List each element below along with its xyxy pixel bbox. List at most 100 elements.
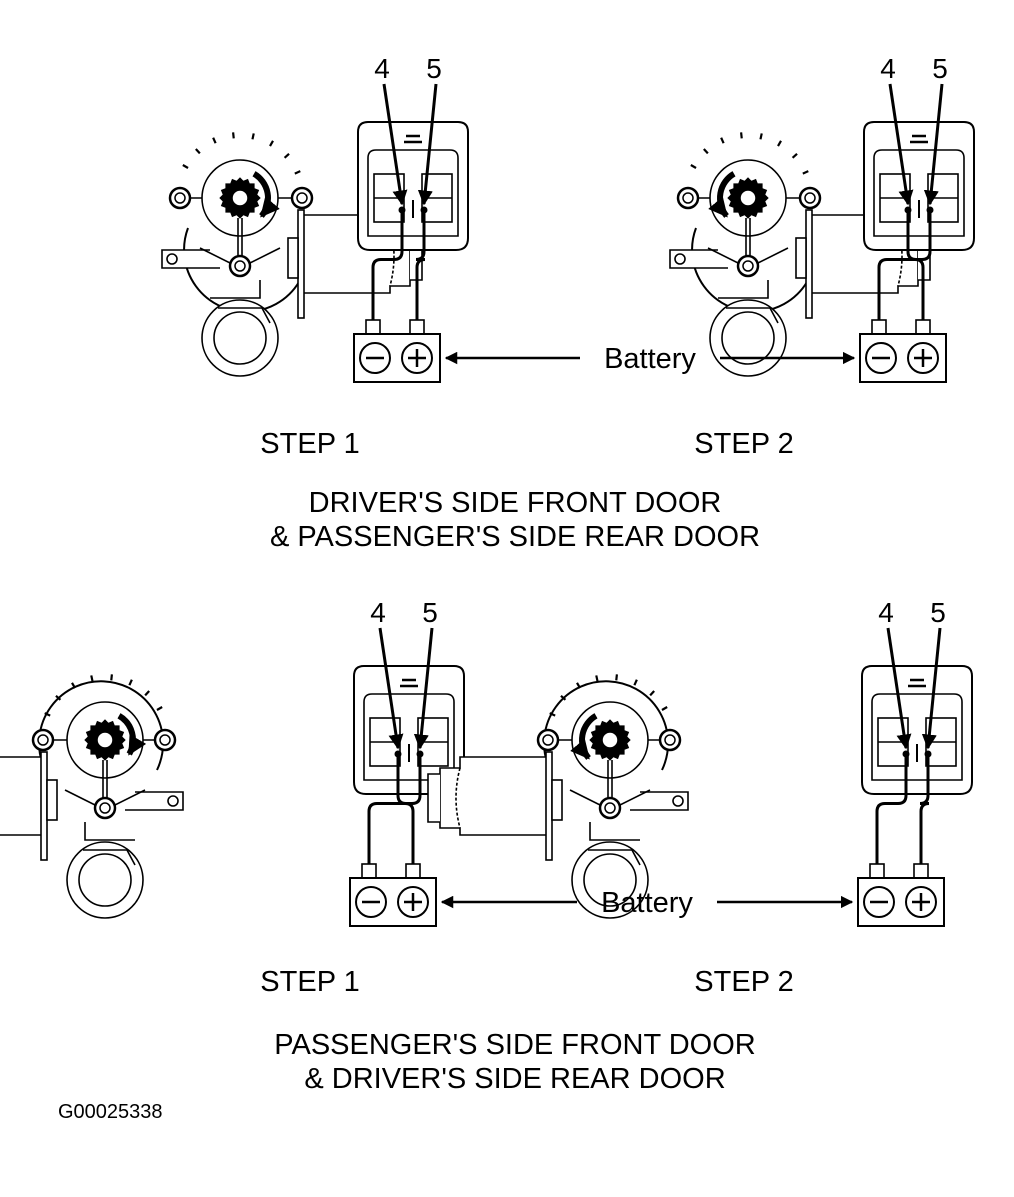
housing-rib: [195, 148, 201, 155]
rotation-arrow-counterclockwise-icon: [570, 713, 598, 760]
connector-latch: [404, 134, 422, 144]
motor-body: [0, 756, 47, 836]
wire-terminal-5: [367, 754, 422, 864]
terminal-5-label: 5: [932, 53, 948, 84]
boss-hole: [99, 802, 111, 814]
section-1-step-1-label: STEP 1: [260, 428, 360, 460]
cable-drum-inner: [213, 311, 267, 365]
negative-terminal-icon: [865, 342, 897, 374]
housing-rib: [690, 164, 697, 169]
section-1-caption: DRIVER'S SIDE FRONT DOOR & PASSENGER'S S…: [200, 486, 830, 554]
housing-rib: [633, 679, 638, 686]
pointer-arrow-icon: [888, 83, 914, 206]
battery-post-positive: [409, 319, 425, 335]
gear-shaft: [231, 189, 249, 207]
gear-shaft: [96, 731, 114, 749]
boss-hole: [742, 260, 754, 272]
battery-post-negative: [869, 863, 885, 879]
battery-post-negative: [361, 863, 377, 879]
connector-face: [871, 693, 963, 781]
connector-latch: [400, 678, 418, 688]
battery-post-positive: [913, 863, 929, 879]
housing-rib: [720, 137, 725, 144]
housing-rib: [71, 682, 76, 689]
pointer-arrow-icon: [921, 627, 942, 750]
drum-neck: [718, 280, 769, 299]
housing-rib: [661, 706, 668, 711]
connector-housing: [863, 121, 975, 251]
housing-rib: [802, 170, 809, 175]
rotation-arrow-counterclockwise-icon: [708, 171, 736, 218]
boss-hole: [37, 734, 49, 746]
section-2-battery-callout: Battery: [440, 887, 854, 919]
pointer-arrow-icon: [886, 627, 912, 750]
drum-neck: [589, 822, 640, 841]
terminal-4-label: 4: [880, 53, 896, 84]
mounting-flange: [805, 209, 813, 319]
battery-post-positive: [405, 863, 421, 879]
battery-label: Battery: [604, 343, 696, 375]
cable-drum-inner: [78, 853, 132, 907]
wire-terminal-4: [875, 754, 908, 864]
positive-terminal-icon: [905, 886, 937, 918]
boss-hole: [664, 734, 676, 746]
pointer-arrow-icon: [382, 83, 408, 206]
cable-drum-inner: [721, 311, 775, 365]
section-1-caption-line-2: & PASSENGER'S SIDE REAR DOOR: [269, 521, 761, 553]
section-1-caption-line-1: DRIVER'S SIDE FRONT DOOR: [308, 487, 722, 519]
cable-drum-outer: [201, 299, 279, 377]
housing-rib: [294, 170, 301, 175]
negative-terminal-icon: [863, 886, 895, 918]
connector-latch: [908, 678, 926, 688]
section-2-caption: PASSENGER'S SIDE FRONT DOOR & DRIVER'S S…: [200, 1028, 830, 1096]
rotation-arrow-clockwise-icon: [252, 171, 280, 218]
flange-block: [795, 237, 807, 279]
battery-post-negative: [365, 319, 381, 335]
housing-rib: [283, 153, 290, 159]
positive-terminal-icon: [397, 886, 429, 918]
cable-drum-outer: [66, 841, 144, 919]
drum-opening: [83, 849, 136, 866]
housing-rib: [232, 132, 235, 139]
housing-rib: [740, 132, 743, 139]
mounting-bracket: [125, 791, 184, 811]
housing-rib: [777, 140, 782, 147]
connector-face: [873, 149, 965, 237]
cable-drum-inner: [583, 853, 637, 907]
housing-rib: [128, 679, 133, 686]
motor-end-cap: [427, 773, 440, 823]
terminal-5-label: 5: [930, 597, 946, 628]
section-1-step-1-motor: [161, 132, 423, 377]
battery-label: Battery: [601, 887, 693, 919]
housing-rib: [269, 140, 274, 147]
wire-terminal-5: [877, 210, 932, 320]
drum-opening: [218, 307, 271, 324]
section-2-step-2-motor: [427, 674, 689, 919]
mounting-bracket: [630, 791, 689, 811]
housing-rib: [649, 690, 655, 697]
battery-post-negative: [871, 319, 887, 335]
positive-terminal-icon: [401, 342, 433, 374]
drum-neck: [210, 280, 261, 299]
boss-hole: [604, 802, 616, 814]
pointer-arrow-icon: [417, 83, 438, 206]
section-1-step-2-label: STEP 2: [694, 428, 794, 460]
mounting-flange: [545, 751, 553, 861]
connector-face: [367, 149, 459, 237]
connector-face: [363, 693, 455, 781]
wire-terminal-5: [415, 210, 426, 320]
pointer-arrow-icon: [378, 627, 404, 750]
boss-hole: [159, 734, 171, 746]
terminal-5-label: 5: [422, 597, 438, 628]
flange-block: [46, 779, 58, 821]
section-2-caption-line-1: PASSENGER'S SIDE FRONT DOOR: [274, 1029, 756, 1061]
housing-rib: [560, 695, 567, 701]
negative-terminal-icon: [355, 886, 387, 918]
housing-rib: [44, 712, 51, 717]
housing-rib: [615, 674, 618, 681]
flange-block: [551, 779, 563, 821]
boss-hole: [296, 192, 308, 204]
gear-shaft: [601, 731, 619, 749]
